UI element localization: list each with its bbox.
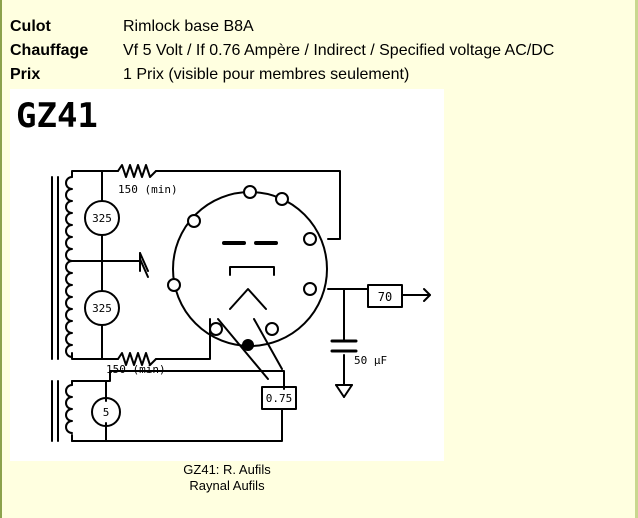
transformer-core <box>51 176 59 442</box>
ground-symbol <box>139 252 149 278</box>
property-row-price: Prix 1 Prix (visible pour membres seulem… <box>10 63 554 87</box>
capacitor <box>330 339 358 398</box>
output-label: 70 <box>378 290 392 304</box>
right-border <box>635 0 638 518</box>
caption-line-2: Raynal Aufils <box>189 478 265 493</box>
property-value: Vf 5 Volt / If 0.76 Ampère / Indirect / … <box>123 42 555 59</box>
capacitor-label: 50 μF <box>354 354 387 367</box>
figure-caption: GZ41: R. Aufils Raynal Aufils <box>10 462 444 494</box>
property-row-heating: Chauffage Vf 5 Volt / If 0.76 Ampère / I… <box>10 39 554 63</box>
resistor-top-label: 150 (min) <box>118 183 178 196</box>
resistor-bottom <box>117 352 157 366</box>
property-value: 1 Prix (visible pour membres seulement) <box>123 66 410 83</box>
property-value: Rimlock base B8A <box>123 18 254 35</box>
schematic-diagram: GZ41 <box>16 96 431 442</box>
caption-line-1: GZ41: R. Aufils <box>183 462 271 477</box>
ammeter <box>261 386 297 410</box>
voltmeter-mid <box>84 290 120 326</box>
property-row-base: Culot Rimlock base B8A <box>10 15 554 39</box>
output-meter <box>367 284 431 308</box>
ammeter-label: 0.75 <box>266 392 293 405</box>
tube-properties: Culot Rimlock base B8A Chauffage Vf 5 Vo… <box>10 15 554 87</box>
voltmeter-heater-label: 5 <box>103 406 110 419</box>
schematic-title: GZ41 <box>16 96 98 136</box>
secondary-coil <box>65 176 73 358</box>
property-label: Prix <box>10 66 41 83</box>
heater-coil <box>65 384 73 434</box>
resistor-top <box>117 164 157 178</box>
schematic-figure[interactable]: GZ41 <box>10 89 444 461</box>
voltmeter-heater <box>91 397 121 427</box>
tube-base <box>167 185 328 351</box>
voltmeter-top <box>84 200 120 236</box>
property-label: Chauffage <box>10 42 89 59</box>
voltmeter-mid-label: 325 <box>92 302 112 315</box>
property-label: Culot <box>10 18 51 35</box>
left-border <box>0 0 2 518</box>
resistor-bottom-label: 150 (min) <box>106 363 166 376</box>
voltmeter-top-label: 325 <box>92 212 112 225</box>
